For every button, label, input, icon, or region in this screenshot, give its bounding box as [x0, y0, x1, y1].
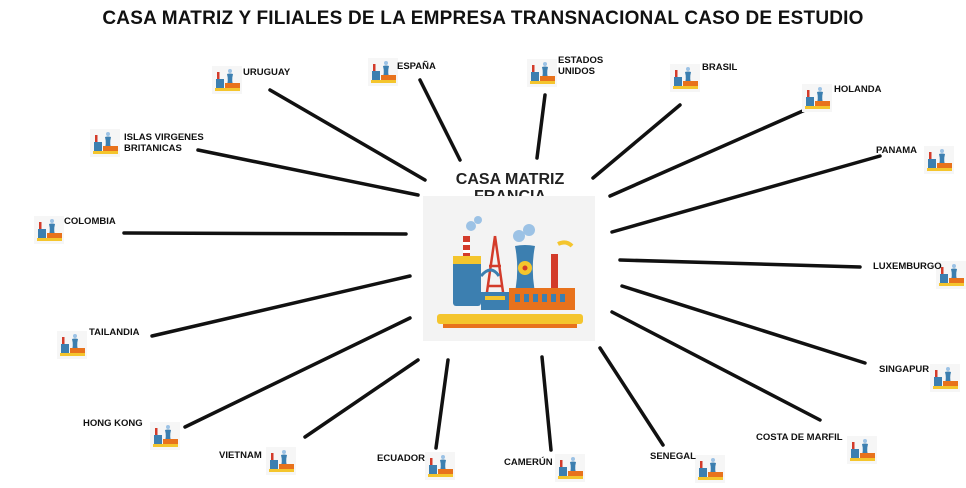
factory-icon — [670, 64, 700, 92]
factory-icon — [266, 447, 296, 475]
label-espana: ESPAÑA — [397, 61, 436, 72]
factory-icon — [847, 436, 877, 464]
label-vietnam: VIETNAM — [219, 450, 262, 461]
factory-icon — [924, 146, 954, 174]
label-estados-unidos-line2: UNIDOS — [558, 66, 595, 77]
label-panama: PANAMA — [876, 145, 917, 156]
connector-espana — [418, 78, 462, 162]
connector-tailandia — [150, 274, 412, 338]
factory-icon — [555, 454, 585, 482]
connector-brasil — [591, 103, 682, 180]
connector-hong-kong — [183, 316, 412, 429]
connector-camerun — [540, 355, 553, 452]
connector-singapur — [620, 284, 867, 365]
connector-costa-de-marfil — [610, 310, 822, 422]
label-islas-virgenes: ISLAS VIRGENES BRITANICAS — [124, 132, 204, 154]
label-camerun: CAMERÚN — [504, 457, 553, 468]
connector-vietnam — [303, 358, 420, 439]
label-senegal: SENEGAL — [650, 451, 696, 462]
label-estados-unidos-line1: ESTADOS — [558, 55, 604, 66]
connector-estados-unidos — [535, 93, 547, 160]
factory-icon — [212, 66, 242, 94]
label-singapur: SINGAPUR — [879, 364, 930, 375]
connector-panama — [610, 154, 882, 234]
factory-icon — [90, 129, 120, 157]
hq-title-line1: CASA MATRIZ — [455, 171, 565, 188]
label-estados-unidos: ESTADOS UNIDOS — [558, 55, 603, 77]
label-tailandia: TAILANDIA — [89, 327, 140, 338]
factory-icon — [34, 216, 64, 244]
label-uruguay: URUGUAY — [243, 67, 291, 78]
connector-holanda — [608, 108, 807, 198]
factory-illustration-icon — [423, 196, 595, 341]
label-costa-de-marfil: COSTA DE MARFIL — [756, 432, 843, 443]
connector-ecuador — [434, 358, 450, 450]
factory-icon — [527, 59, 557, 87]
label-colombia: COLOMBIA — [64, 216, 116, 227]
label-hong-kong: HONG KONG — [83, 418, 143, 429]
label-luxemburgo: LUXEMBURGO — [873, 261, 942, 272]
factory-icon — [695, 455, 725, 483]
factory-icon — [425, 452, 455, 480]
connector-luxemburgo — [618, 258, 862, 269]
factory-icon — [150, 422, 180, 450]
factory-icon — [802, 84, 832, 112]
connector-senegal — [598, 346, 665, 447]
label-holanda: HOLANDA — [834, 84, 882, 95]
connector-uruguay — [268, 88, 427, 182]
label-ecuador: ECUADOR — [377, 453, 426, 464]
factory-icon — [368, 58, 398, 86]
label-islas-virgenes-line2: BRITANICAS — [124, 143, 182, 154]
diagram-title: CASA MATRIZ Y FILIALES DE LA EMPRESA TRA… — [102, 8, 864, 29]
label-brasil: BRASIL — [702, 62, 738, 73]
label-islas-virgenes-line1: ISLAS VIRGENES — [124, 132, 204, 143]
connector-colombia — [122, 231, 408, 236]
connector-islas-virgenes — [196, 148, 420, 197]
factory-icon — [930, 364, 960, 392]
factory-icon — [936, 261, 966, 289]
factory-icon — [57, 331, 87, 359]
